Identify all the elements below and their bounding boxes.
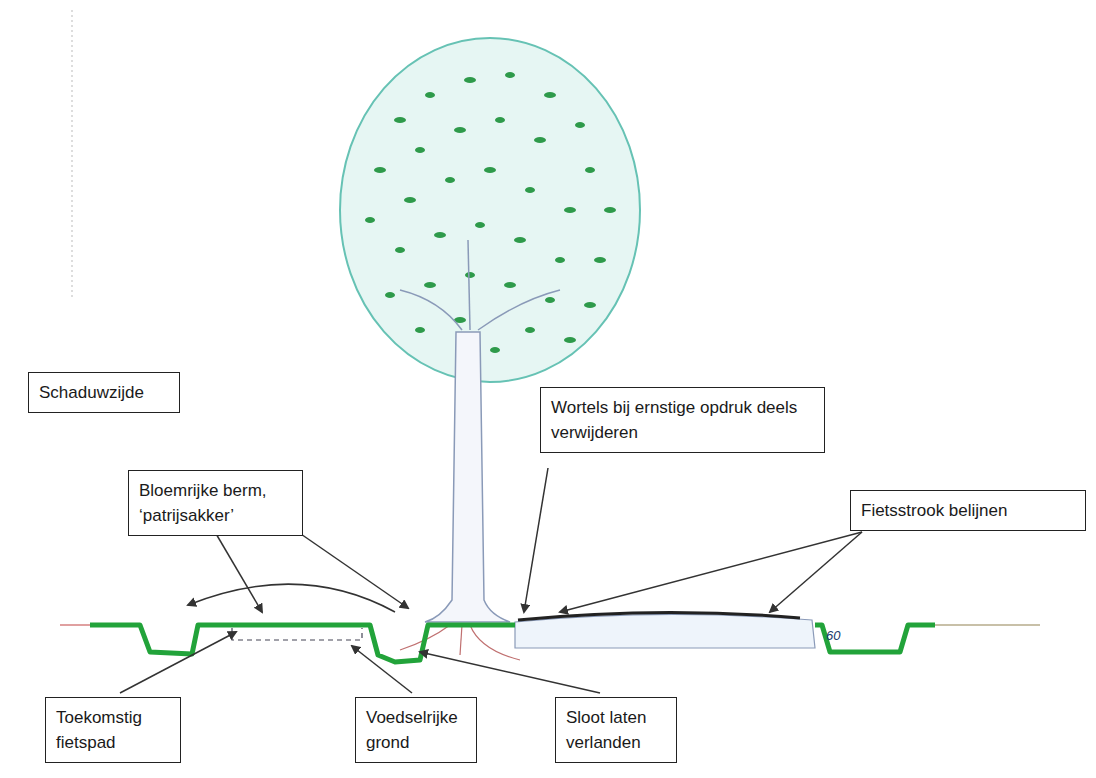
side-label-box: Schaduwzijde [28,372,180,413]
sketch-note: 60 [826,628,840,643]
callout-box: Bloemrijke berm, ‘patrijsakker’ [128,470,303,536]
callout-box: Voedselrijke grond [355,697,477,763]
callout-box: Sloot laten verlanden [555,697,677,763]
callout-box: Toekomstig fietspad [45,697,181,763]
callout-text: Sloot laten verlanden [566,705,666,755]
callout-text: Voedselrijke grond [366,705,466,755]
callout-text: Toekomstig fietspad [56,705,170,755]
callout-text: Wortels bij ernstige opdruk deels verwij… [551,395,814,445]
callout-text: Bloemrijke berm, ‘patrijsakker’ [139,478,292,528]
callout-text: Schaduwzijde [39,380,169,405]
callout-box: Wortels bij ernstige opdruk deels verwij… [540,387,825,453]
callout-text: Fietsstrook belijnen [861,498,1075,523]
callout-box: Fietsstrook belijnen [850,490,1086,531]
